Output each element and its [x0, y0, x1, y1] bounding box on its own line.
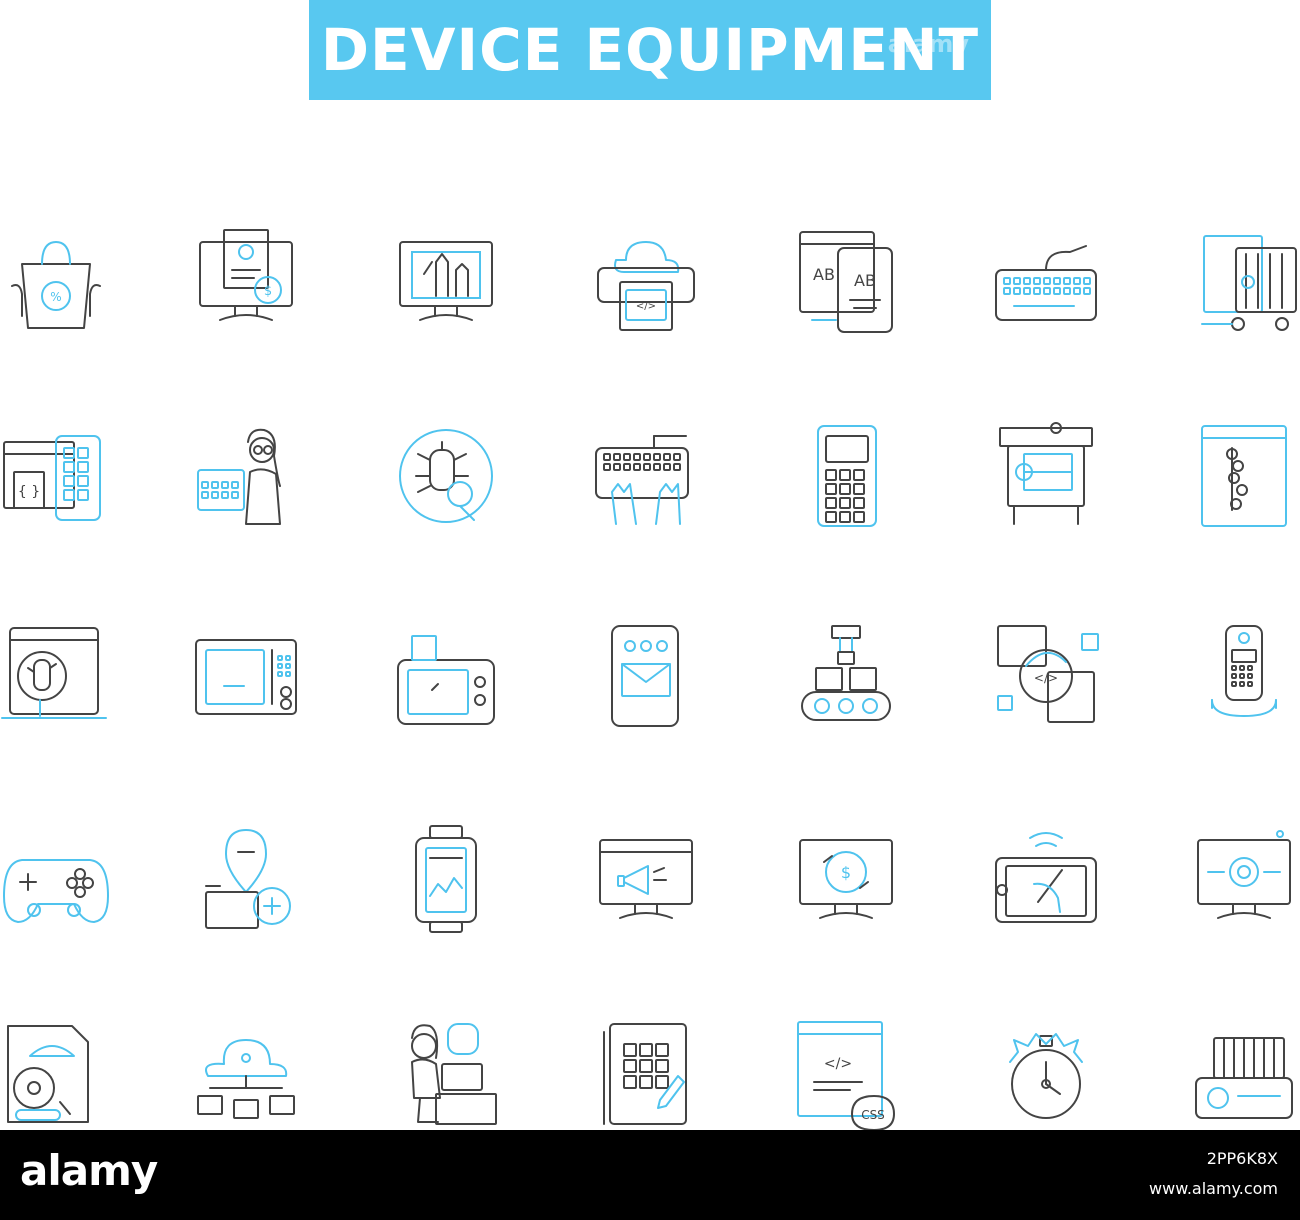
document-gauge-disc-icon — [0, 1018, 112, 1130]
hands-on-keyboard-icon — [590, 420, 702, 532]
site-url: www.alamy.com — [1149, 1179, 1278, 1198]
monitor-gear-icon — [1188, 822, 1300, 934]
monitor-design-tools-icon — [390, 224, 502, 336]
laptop-bug-scan-icon — [0, 620, 112, 732]
projector-heatsink-icon — [1188, 1018, 1300, 1130]
phone-mail-icon — [590, 620, 702, 732]
icon-grid: % $ </> AB AB { } </> $ </> CSS — [0, 224, 1300, 1131]
title-banner: DEVICE EQUIPMENT alamy — [309, 0, 991, 100]
toaster-oven-icon — [390, 620, 502, 732]
tablet-phone-translation-icon: AB AB — [790, 224, 902, 336]
svg-text:AB: AB — [813, 265, 835, 284]
smartwatch-chart-icon — [390, 822, 502, 934]
svg-text:CSS: CSS — [861, 1108, 885, 1122]
location-folder-add-icon — [190, 822, 302, 934]
svg-text:$: $ — [264, 284, 272, 299]
monitor-megaphone-icon — [590, 822, 702, 934]
conveyor-robot-arm-icon — [790, 620, 902, 732]
cloud-printer-code-icon: </> — [590, 224, 702, 336]
tablet-grid-pencil-icon — [590, 1018, 702, 1130]
svg-text:</>: </> — [1034, 671, 1058, 685]
svg-text:{ }: { } — [18, 484, 40, 500]
footer-credits: 2PP6K8X www.alamy.com — [1149, 1144, 1278, 1204]
footer-bar: alamy 2PP6K8X www.alamy.com — [0, 1130, 1300, 1220]
cordless-phone-icon — [1188, 620, 1300, 732]
cloud-network-devices-icon — [190, 1018, 302, 1130]
svg-text:$: $ — [841, 863, 851, 882]
keyboard-icon — [990, 224, 1102, 336]
code-sync-windows-icon: </> — [990, 620, 1102, 732]
banner-watermark: alamy — [887, 30, 969, 58]
svg-text:AB: AB — [854, 271, 876, 290]
stopwatch-icon — [990, 1018, 1102, 1130]
footer-logo: alamy — [20, 1146, 158, 1195]
monitor-dollar-exchange-icon: $ — [790, 822, 902, 934]
bug-fix-wrench-icon — [390, 420, 502, 532]
svg-text:</>: </> — [636, 301, 656, 312]
microwave-oven-icon — [190, 620, 302, 732]
gamepad-icon — [0, 822, 112, 934]
browser-network-nodes-icon — [1188, 420, 1300, 532]
woman-laptop-icon — [390, 1018, 502, 1130]
svg-text:</>: </> — [824, 1056, 852, 1072]
calculator-icon — [790, 420, 902, 532]
monitor-invoice-payment-icon: $ — [190, 224, 302, 336]
shopping-bag-discount-icon: % — [0, 224, 112, 336]
browser-app-window-code-icon: { } — [0, 420, 112, 532]
svg-text:%: % — [50, 290, 61, 304]
browser-css-code-icon: </> CSS — [790, 1018, 902, 1131]
drawing-tablet-icon — [990, 822, 1102, 934]
woman-calendar-icon — [190, 420, 302, 532]
server-rack-cart-icon — [1188, 224, 1300, 336]
banner-title: DEVICE EQUIPMENT — [320, 16, 980, 84]
image-id: 2PP6K8X — [1206, 1149, 1278, 1168]
printer-machine-icon — [990, 420, 1102, 532]
